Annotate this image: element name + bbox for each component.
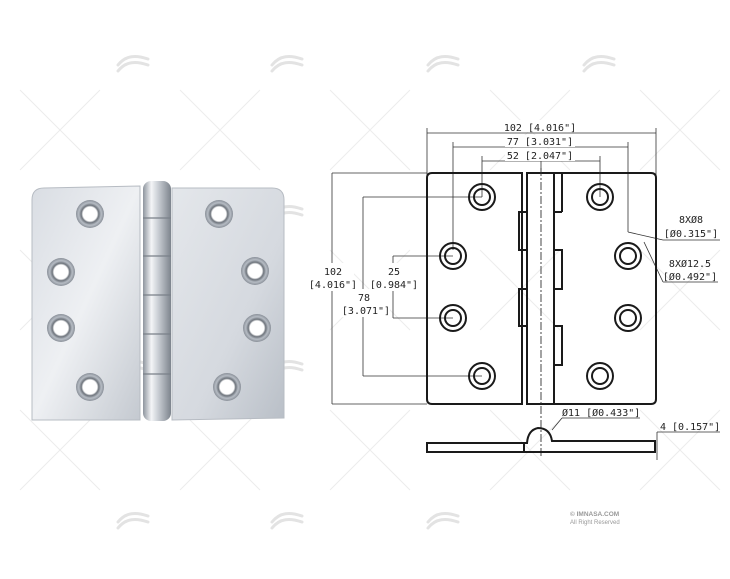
svg-text:[0.984"]: [0.984"] <box>370 280 418 291</box>
svg-text:102 [4.016"]: 102 [4.016"] <box>504 123 576 134</box>
side-view <box>426 426 656 453</box>
svg-text:[Ø0.492"]: [Ø0.492"] <box>663 271 717 283</box>
hinge-left-leaf <box>31 185 141 421</box>
wave-logo-icon <box>116 512 150 530</box>
svg-text:77 [3.031"]: 77 [3.031"] <box>507 137 573 148</box>
hole-callout-labels: 8XØ8 [Ø0.315"] 8XØ12.5 [Ø0.492"] <box>663 214 718 283</box>
drawing-holes <box>439 183 642 390</box>
top-dimension-labels: 102 [4.016"] 77 [3.031"] 52 [2.047"] <box>500 120 580 162</box>
thickness-label: 4 [0.157"] <box>660 422 720 433</box>
svg-text:8XØ8: 8XØ8 <box>679 214 703 226</box>
svg-text:8XØ12.5: 8XØ12.5 <box>669 258 711 270</box>
svg-text:[3.071"]: [3.071"] <box>342 306 390 317</box>
svg-text:102: 102 <box>324 267 342 278</box>
svg-text:[Ø0.315"]: [Ø0.315"] <box>664 228 718 240</box>
wave-logo-icon <box>116 55 150 73</box>
copyright-rights: All Right Reserved <box>570 520 620 526</box>
hinge-outline <box>426 172 657 405</box>
wave-logo-icon <box>270 512 304 530</box>
copyright-notice: © IMNASA.COM All Right Reserved <box>570 511 620 527</box>
knuckle-diameter-label: Ø11 [Ø0.433"] <box>562 407 640 419</box>
hinge-right-leaf <box>171 187 285 421</box>
hinge-photo-holes <box>47 200 271 401</box>
wave-logo-icon <box>426 512 460 530</box>
wave-logo-icon <box>270 55 304 73</box>
svg-text:[4.016"]: [4.016"] <box>309 280 357 291</box>
svg-text:52 [2.047"]: 52 [2.047"] <box>507 151 573 162</box>
hinge-knuckle <box>143 181 171 421</box>
copyright-brand: © IMNASA.COM <box>570 511 620 518</box>
svg-text:25: 25 <box>388 267 400 278</box>
wave-logo-icon <box>426 55 460 73</box>
left-dimension-labels: 102 [4.016"] 25 [0.984"] 78 [3.071"] <box>309 263 426 317</box>
wave-logo-icon <box>582 55 616 73</box>
svg-text:78: 78 <box>358 293 370 304</box>
